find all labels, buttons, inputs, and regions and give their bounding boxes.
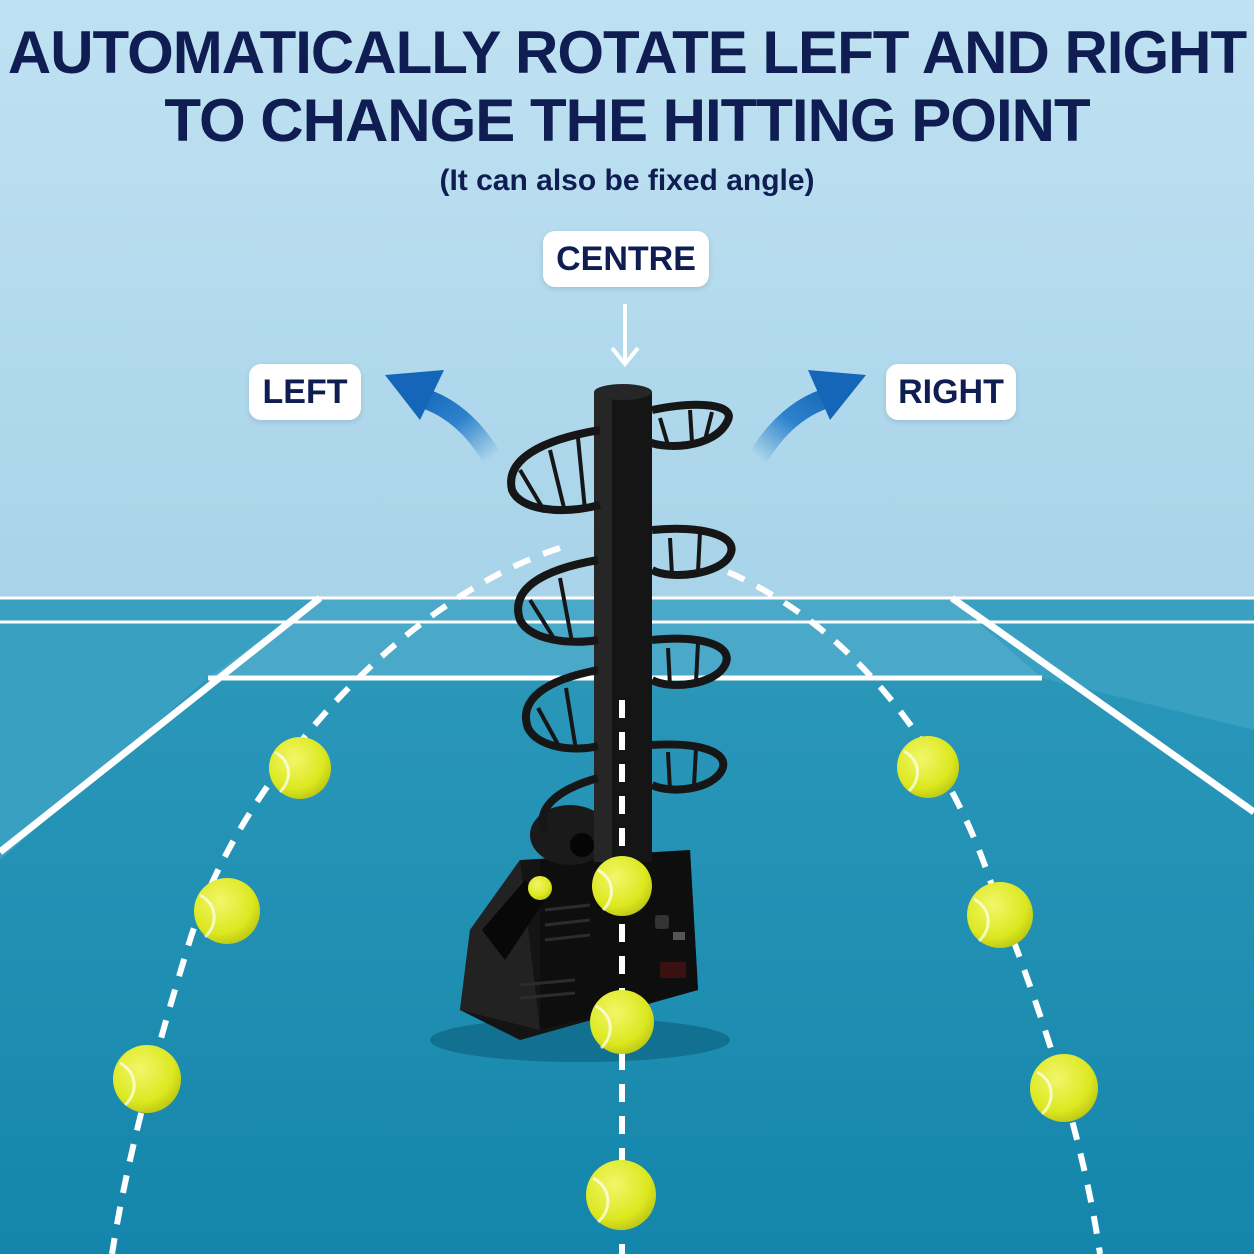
- headline-line-1: AUTOMATICALLY ROTATE LEFT AND RIGHT: [7, 19, 1247, 86]
- left-label: LEFT: [249, 364, 361, 420]
- tennis-ball-icon: [1030, 1054, 1098, 1122]
- right-label: RIGHT: [886, 364, 1016, 420]
- down-arrow-icon: [610, 304, 640, 368]
- tennis-ball-icon: [586, 1160, 656, 1230]
- curved-arrow-right-icon: [749, 370, 866, 464]
- subtitle: (It can also be fixed angle): [439, 164, 815, 197]
- court-alley-left: [0, 598, 320, 860]
- centre-label: CENTRE: [543, 231, 709, 287]
- curved-arrow-left-icon: [385, 370, 501, 464]
- tennis-ball-icon: [592, 856, 652, 916]
- headline-line-2: TO CHANGE THE HITTING POINT: [164, 87, 1090, 154]
- tennis-ball-icon: [590, 990, 654, 1054]
- court-alley-right: [950, 598, 1254, 730]
- tennis-balls: [113, 736, 1098, 1230]
- tennis-ball-icon: [113, 1045, 181, 1113]
- tennis-ball-icon: [897, 736, 959, 798]
- ball-machine-illustration: [430, 384, 736, 1062]
- tennis-ball-icon: [967, 882, 1033, 948]
- tennis-ball-icon: [269, 737, 331, 799]
- tennis-ball-icon: [194, 878, 260, 944]
